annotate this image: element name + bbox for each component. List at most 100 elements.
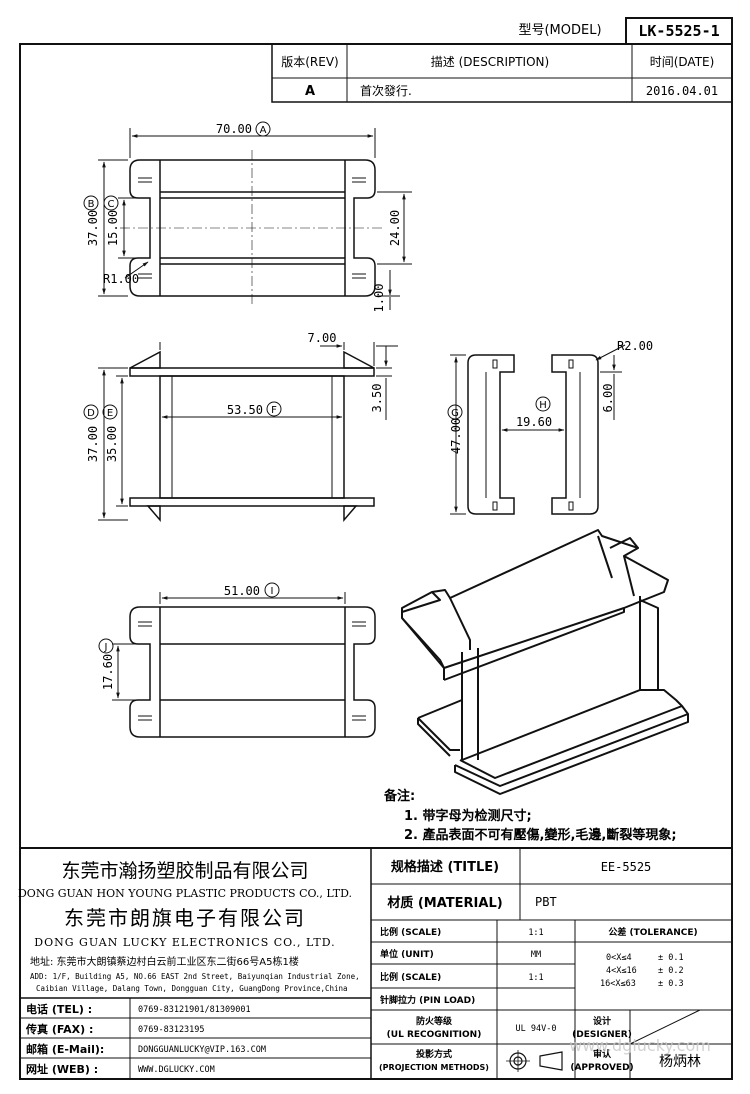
end-view-dims [450,344,626,515]
designer-label-2: (DESIGNER) [572,1030,632,1040]
dim-7: 7.00 [308,331,337,345]
desc-header: 描述 (DESCRIPTION) [431,55,549,69]
address-en2: Caibian Village, Dalang Town, Dongguan C… [36,984,348,993]
approved-value: 杨炳林 [659,1054,701,1070]
email-value: DONGGUANLUCKY@VIP.163.COM [138,1045,266,1055]
tag-d-circle [83,404,99,420]
designer-label-1: 设计 [593,1015,611,1027]
title-block-grid [20,847,732,1079]
tag-c: C [108,199,115,210]
dim-17-6: 17.60 [101,654,115,690]
dim-53-5: 53.50 [227,403,263,417]
rev-value: A [305,84,315,99]
ul-value: UL 94V-0 [516,1024,557,1034]
tag-e-circle [102,404,118,420]
tag-f: F [271,405,277,416]
scale-value-1: 1:1 [528,928,543,938]
tag-i: I [271,586,274,597]
tag-g: G [451,408,459,419]
address-en1: ADD: 1/F, Building A5, NO.66 EAST 2nd St… [30,972,360,981]
ul-label-2: (UL RECOGNITION) [387,1030,482,1040]
dim-1: 1.00 [372,284,386,313]
projection-label-2: (PROJECTION METHODS) [379,1063,489,1072]
revision-table [271,43,733,103]
dim-37-side: 37.00 [86,426,100,462]
notes-line2: 2. 產品表面不可有壓傷,變形,毛邊,斷裂等現象; [404,827,677,843]
tag-b-circle [83,195,99,211]
tel-label: 电话 (TEL) : [26,1002,92,1016]
rev-header: 版本(REV) [281,55,339,69]
tag-a-circle [255,121,271,137]
dim-3-5: 3.50 [370,384,384,413]
date-header: 时间(DATE) [650,55,715,69]
web-label: 网址 (WEB) : [26,1062,98,1076]
unit-label: 单位 (UNIT) [380,948,434,960]
company2-en: DONG GUAN LUCKY ELECTRONICS CO., LTD. [34,936,335,949]
approved-label-1: 审认 [593,1048,612,1060]
top-view-dims [98,128,412,310]
dim-70: 70.00 [216,122,252,136]
model-value: LK-5525-1 [638,22,719,40]
end-view [467,354,599,515]
tag-c-circle [103,195,119,211]
dim-r2: R2.00 [617,339,653,353]
material-value: PBT [535,895,557,909]
tag-i-circle [264,582,280,598]
scale-label-2: 比例 (SCALE) [380,971,441,983]
tag-j-circle [98,638,114,654]
tag-h: H [539,400,547,411]
watermark: www.dglucky.com [569,1036,711,1055]
dim-51: 51.00 [224,584,260,598]
pin-load-label: 针脚拉力 (PIN LOAD) [380,994,475,1006]
approved-label-2: (APPROVED) [570,1063,633,1073]
tol1-value: ± 0.1 [658,953,684,963]
dim-19-6: 19.60 [516,415,552,429]
projection-label-1: 投影方式 [416,1048,452,1060]
company2-cn: 东莞市朗旗电子有限公司 [64,906,306,930]
dim-35: 35.00 [105,426,119,462]
fax-label: 传真 (FAX) : [25,1022,93,1036]
tol2: 4<X≤16 [606,966,637,976]
dim-47: 47.00 [449,418,463,454]
tol3: 16<X≤63 [600,979,636,989]
title-value: EE-5525 [601,860,652,874]
tolerance-label: 公差 (TOLERANCE) [608,926,697,938]
tag-f-circle [266,401,282,417]
desc-value: 首次發行. [360,83,412,98]
notes-line1: 1. 带字母为检测尺寸; [404,808,532,824]
ul-label-1: 防火等级 [416,1015,453,1027]
dim-15: 15.00 [106,210,120,246]
tag-g-circle [447,404,463,420]
tag-b: B [88,199,95,210]
fax-value: 0769-83123195 [138,1025,205,1035]
model-label: 型号(MODEL) [518,23,601,38]
side-view [129,350,375,523]
material-label: 材质 (MATERIAL) [387,895,502,911]
dim-37-top: 37.00 [86,210,100,246]
scale-label-1: 比例 (SCALE) [380,926,441,938]
bottom-view-dims [112,592,346,701]
tag-e: E [107,408,113,419]
projection-symbol-icon [506,1050,563,1072]
top-view [120,150,385,305]
date-value: 2016.04.01 [646,84,718,98]
tag-j: J [104,642,108,653]
unit-value: MM [531,950,541,960]
tel-value: 0769-83121901/81309001 [138,1005,251,1015]
title-label: 规格描述 (TITLE) [391,859,499,875]
tag-a: A [260,125,267,136]
tol3-value: ± 0.3 [658,979,684,989]
bottom-view [129,606,376,738]
scale-value-2: 1:1 [528,973,543,983]
designer-slash [629,1009,701,1045]
tag-d: D [87,408,95,419]
web-value: WWW.DGLUCKY.COM [138,1065,215,1075]
isometric-view [401,529,689,795]
company1-en: DONG GUAN HON YOUNG PLASTIC PRODUCTS CO.… [18,887,352,900]
company1-cn: 东莞市瀚扬塑胶制品有限公司 [61,860,308,882]
address-cn: 地址: 东莞市大朗镇蔡边村白云前工业区东二街66号A5栋1楼 [30,955,299,968]
side-view-dims [98,342,398,521]
email-label: 邮箱 (E-Mail): [26,1042,104,1056]
tol2-value: ± 0.2 [658,966,684,976]
